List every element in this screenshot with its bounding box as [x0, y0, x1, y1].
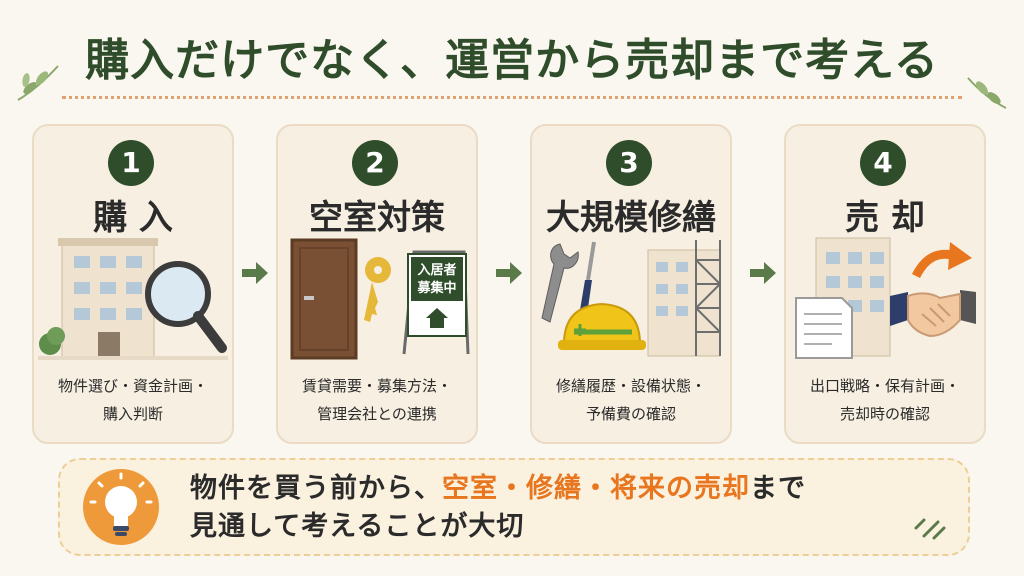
step-card-purchase: 1 購 入 物件選び・資金計画・ 購入判断	[32, 124, 234, 444]
arrow-right-icon	[242, 262, 268, 284]
step-title: 大規模修繕	[546, 198, 716, 238]
step-title: 空室対策	[309, 198, 445, 238]
step-number: 4	[860, 140, 906, 186]
tools-helmet-building-illustration	[541, 240, 721, 357]
step-card-vacancy: 2 空室対策 入居者 募集中 賃貸需要・募集方法・ 管理会社との連携	[276, 124, 478, 444]
accent-marks-icon	[914, 518, 946, 540]
arrow-right-icon	[496, 262, 522, 284]
step-description: 修繕履歴・設備状態・ 予備費の確認	[555, 377, 706, 423]
step-description: 出口戦略・保有計画・ 売却時の確認	[809, 377, 960, 423]
step-number: 2	[352, 140, 398, 186]
step-description: 物件選び・資金計画・ 購入判断	[57, 377, 208, 423]
page-title: 購入だけでなく、運営から売却まで考える	[85, 35, 939, 86]
helmet-icon	[558, 302, 646, 350]
wrench-icon	[541, 243, 579, 323]
curved-arrow-icon	[911, 242, 972, 279]
step-title: 売 却	[845, 198, 925, 238]
step-title: 購 入	[93, 198, 173, 238]
door-key-sign-illustration: 入居者 募集中	[290, 238, 470, 360]
step-number: 3	[606, 140, 652, 186]
building-magnifier-illustration	[38, 238, 228, 360]
document-handshake-illustration	[795, 237, 976, 359]
door-icon	[290, 238, 358, 360]
magnifier-icon	[145, 261, 227, 353]
arrow-right-icon	[750, 262, 776, 284]
handshake-icon	[890, 290, 976, 338]
summary-banner: 物件を買う前から、空室・修繕・将来の売却まで 見通して考えることが大切	[58, 458, 970, 556]
lightbulb-icon	[83, 469, 159, 545]
building-icon	[38, 238, 228, 360]
leaf-right-icon	[967, 77, 1007, 109]
step-number: 1	[108, 140, 154, 186]
svg-text:入居者: 入居者	[417, 262, 456, 278]
svg-text:募集中: 募集中	[416, 280, 456, 296]
scaffold-icon	[647, 240, 721, 357]
summary-text: 物件を買う前から、空室・修繕・将来の売却まで 見通して考えることが大切	[190, 473, 806, 542]
step-card-repair: 3 大規模修繕	[530, 124, 732, 444]
title-divider	[62, 96, 962, 99]
key-icon	[364, 257, 391, 322]
step-description: 賃貸需要・募集方法・ 管理会社との連携	[301, 377, 452, 423]
step-card-sale: 4 売 却 出口戦略・保有計画・ 売却時の確認	[784, 124, 986, 444]
sign-icon: 入居者 募集中	[402, 250, 470, 355]
leaf-left-icon	[17, 65, 59, 101]
document-icon	[795, 297, 853, 359]
highlight-text: 空室・修繕・将来の売却	[442, 473, 750, 504]
